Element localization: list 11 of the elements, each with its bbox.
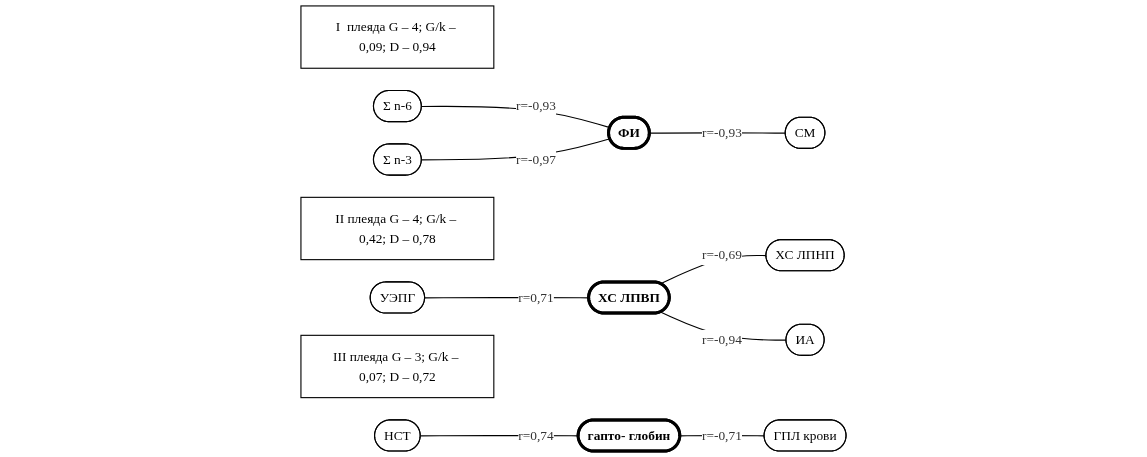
node-box: I плеяда G – 4; G/k – 0,09; D – 0,94 xyxy=(300,5,495,69)
edge-label: r=-0,71 xyxy=(702,427,742,443)
edge-label: r=0,71 xyxy=(518,289,554,305)
edge-label: r=-0,97 xyxy=(516,151,556,167)
node-box: III плеяда G – 3; G/k – 0,07; D – 0,72 xyxy=(300,334,495,399)
edge-label: r=-0,69 xyxy=(702,247,742,263)
edge-label: r=0,74 xyxy=(518,427,554,443)
edge-label: r=-0,94 xyxy=(702,331,742,347)
node-box: II плеяда G – 4; G/k – 0,42; D – 0,78 xyxy=(300,196,495,261)
edge-label: r=-0,93 xyxy=(702,125,742,140)
edge-label: r=-0,93 xyxy=(516,98,556,114)
